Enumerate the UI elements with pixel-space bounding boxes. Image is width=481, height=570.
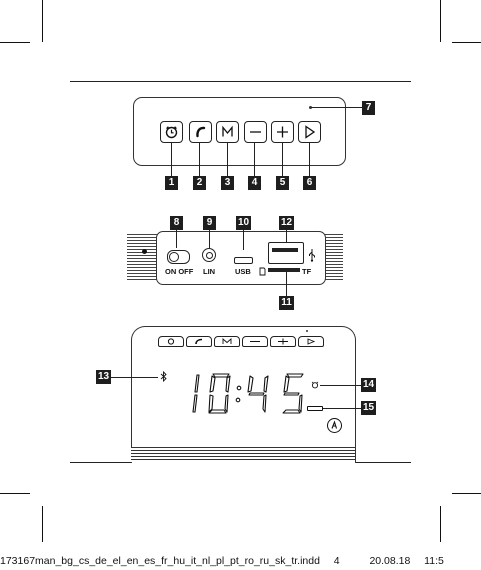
leader-line: [111, 377, 158, 378]
digit-1: [193, 375, 199, 412]
alarm-clock-icon: [161, 122, 182, 142]
leader-line: [199, 142, 200, 176]
leader-line: [171, 142, 172, 176]
grille-dot: [142, 249, 147, 254]
callout-13: 13: [96, 370, 111, 384]
on-off-label: ON OFF: [165, 267, 193, 276]
callout-1: 1: [165, 176, 178, 190]
callout-14: 14: [361, 378, 376, 392]
line-in-jack[interactable]: [202, 248, 216, 262]
top-phone-button[interactable]: [186, 336, 212, 347]
leader-line: [209, 230, 210, 248]
callout-4: 4: [248, 176, 261, 190]
minus-icon: [245, 122, 266, 142]
charge-indicator: [307, 406, 323, 411]
crop-mark: [440, 506, 441, 542]
mode-m-icon: [215, 337, 239, 346]
jack-inner: [206, 252, 213, 259]
power-switch[interactable]: [167, 250, 190, 264]
tf-label: TF: [302, 267, 311, 276]
alarm-indicator-icon: [311, 381, 319, 389]
bluetooth-icon: [160, 371, 167, 382]
crop-mark: [42, 506, 43, 542]
alarm-clock-icon: [159, 337, 183, 346]
crop-mark: [452, 493, 481, 494]
crop-mark: [0, 42, 30, 43]
file-name: 173167man_bg_cs_de_el_en_es_fr_hu_it_nl_…: [0, 555, 320, 567]
callout-8: 8: [170, 216, 183, 230]
plus-icon: [272, 122, 293, 142]
device-grille: [131, 447, 355, 462]
print-time: 11:5: [424, 555, 444, 567]
leader-line: [323, 408, 361, 409]
leader-line: [243, 230, 244, 250]
grille-left: [127, 234, 159, 282]
callout-7: 7: [362, 101, 375, 115]
indicator-led: [306, 330, 308, 332]
callout-15: 15: [361, 401, 376, 415]
callout-9: 9: [203, 216, 216, 230]
phone-icon: [187, 337, 211, 346]
top-plus-button[interactable]: [270, 336, 296, 347]
hama-logo-icon: [327, 418, 342, 433]
crop-mark: [440, 0, 441, 42]
print-date: 20.08.18: [369, 555, 410, 567]
play-button[interactable]: [298, 121, 321, 143]
leader-line: [282, 142, 283, 176]
mode-button[interactable]: [216, 121, 239, 143]
callout-12: 12: [279, 216, 294, 230]
top-minus-button[interactable]: [242, 336, 268, 347]
callout-6: 6: [303, 176, 316, 190]
callout-11: 11: [279, 296, 294, 310]
leader-line: [254, 142, 255, 176]
callout-2: 2: [193, 176, 206, 190]
clock-display: [185, 372, 310, 416]
top-play-button[interactable]: [298, 336, 324, 347]
crop-mark: [42, 0, 43, 42]
digit-0: [209, 374, 230, 413]
lin-label: LIN: [203, 267, 215, 276]
leader-line: [176, 230, 177, 248]
digit-5: [283, 374, 303, 413]
leader-line: [286, 230, 287, 242]
minus-button[interactable]: [244, 121, 267, 143]
minus-icon: [243, 337, 267, 346]
leader-line: [309, 142, 310, 176]
play-icon: [299, 337, 323, 346]
usb-symbol-icon: [308, 248, 316, 262]
crop-mark: [0, 493, 30, 494]
top-alarm-button[interactable]: [158, 336, 184, 347]
mode-m-icon: [217, 122, 238, 142]
alarm-button[interactable]: [160, 121, 183, 143]
usb-label: USB: [235, 267, 251, 276]
leader-line: [227, 142, 228, 176]
plus-button[interactable]: [271, 121, 294, 143]
tf-card-slot[interactable]: [268, 268, 300, 272]
callout-10: 10: [236, 216, 251, 230]
usb-a-tongue: [272, 248, 298, 252]
plus-icon: [271, 337, 295, 346]
leader-line: [286, 272, 287, 296]
callout-5: 5: [276, 176, 289, 190]
digit-4: [248, 376, 268, 412]
top-rule: [70, 81, 411, 82]
play-icon: [299, 122, 320, 142]
callout-3: 3: [221, 176, 234, 190]
top-mode-button[interactable]: [214, 336, 240, 347]
phone-button[interactable]: [189, 121, 212, 143]
page-number: 4: [334, 555, 340, 567]
crop-mark: [452, 42, 481, 43]
print-slug: 173167man_bg_cs_de_el_en_es_fr_hu_it_nl_…: [0, 555, 444, 567]
leader-line: [311, 107, 362, 108]
sd-card-icon: [259, 267, 266, 276]
phone-icon: [190, 122, 211, 142]
usb-a-port[interactable]: [268, 242, 304, 264]
switch-knob: [169, 252, 179, 262]
micro-usb-port[interactable]: [234, 257, 253, 264]
leader-line: [320, 385, 361, 386]
